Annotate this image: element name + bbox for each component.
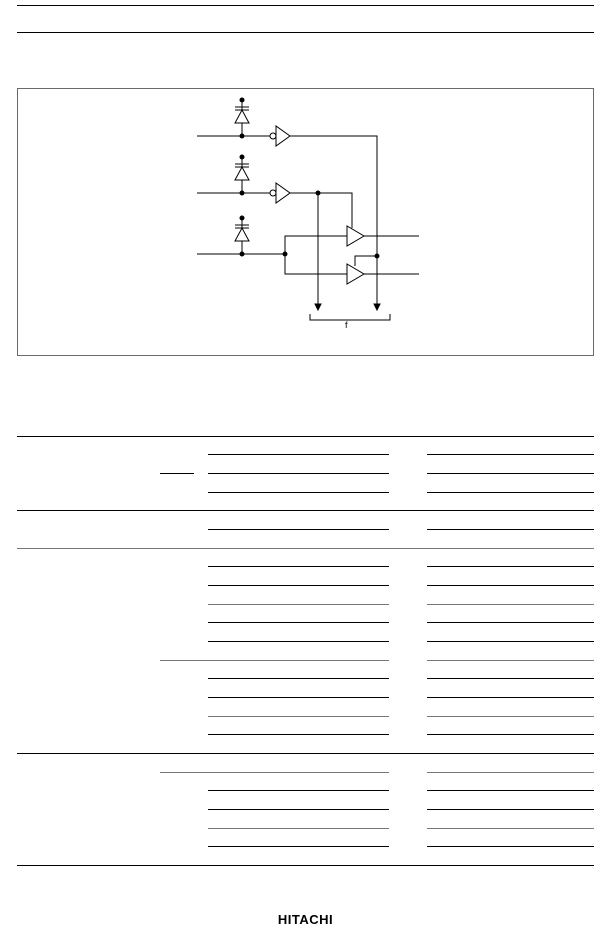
table-bottom-rule: [17, 865, 594, 866]
bracket: [309, 314, 391, 321]
protection-diode-3: [234, 215, 250, 254]
table-top-rule: [17, 436, 594, 437]
tristate-buffer-1: [346, 225, 365, 247]
section-rule-1: [17, 510, 594, 511]
protection-diode-1: [234, 97, 250, 136]
circuit-diagram: [197, 97, 419, 321]
tristate-buffer-2: [346, 263, 365, 285]
circuit-diagram-frame: f: [17, 88, 594, 356]
section-rule-2: [17, 548, 594, 549]
signal-line-2: [290, 192, 353, 228]
inverter-bubble-1: [269, 132, 277, 140]
inverter-buffer-2: [275, 182, 291, 204]
brace-mark: f: [345, 320, 348, 330]
header-rule-bottom: [17, 32, 594, 33]
inverter-bubble-2: [269, 189, 277, 197]
inverter-buffer-1: [275, 125, 291, 147]
hitachi-logo: HITACHI: [277, 912, 334, 927]
header-rule-top: [17, 5, 594, 6]
protection-diode-2: [234, 154, 250, 193]
section-rule-3: [17, 753, 594, 754]
signal-line-1: [290, 135, 378, 310]
